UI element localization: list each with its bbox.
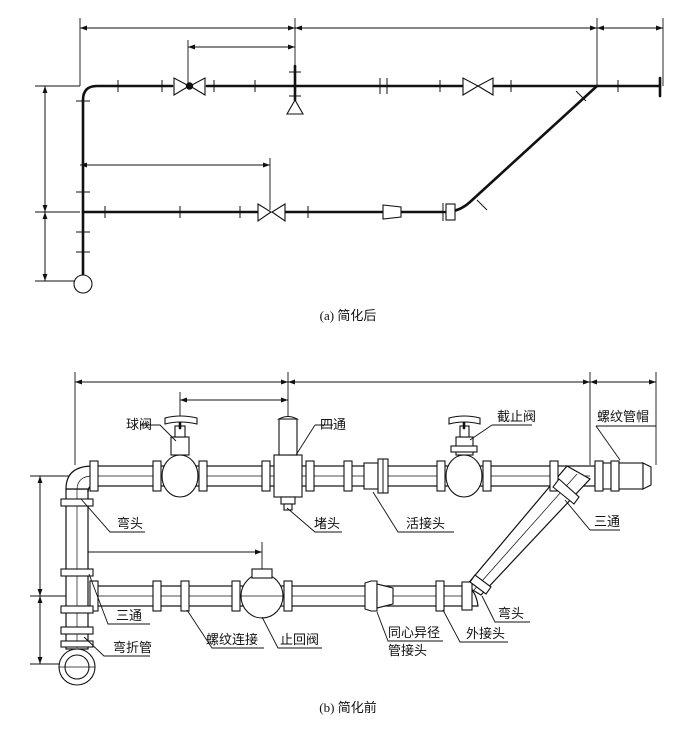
dimension-lines-a bbox=[35, 18, 664, 282]
bent-pipe-symbol bbox=[73, 274, 93, 294]
union-fitting bbox=[363, 458, 389, 494]
threaded-cap bbox=[602, 460, 652, 492]
dimension-lines-b bbox=[30, 372, 657, 665]
joint-ticks-a bbox=[76, 78, 619, 253]
reducer-symbol bbox=[382, 204, 402, 220]
label-threaded-joint: 螺纹连接 bbox=[206, 632, 258, 648]
ball-valve-symbol bbox=[173, 77, 206, 96]
label-bent-pipe: 弯折管 bbox=[113, 640, 152, 656]
label-tee-right: 三通 bbox=[594, 515, 620, 530]
leader-lines bbox=[80, 424, 656, 657]
label-reducer-line2: 管接头 bbox=[388, 643, 427, 659]
outer-coupling bbox=[461, 581, 473, 611]
label-globe-valve: 截止阀 bbox=[497, 410, 536, 425]
label-elbow-bottom: 弯头 bbox=[498, 606, 524, 622]
caption-original: (b) 简化前 bbox=[319, 700, 376, 715]
label-threaded-cap: 螺纹管帽 bbox=[597, 409, 649, 425]
bent-pipe-b bbox=[58, 648, 96, 686]
globe-valve bbox=[445, 415, 483, 498]
simplified-diagram: (a) 简化后 bbox=[35, 18, 664, 323]
concentric-reducer bbox=[364, 580, 394, 612]
check-valve-symbol bbox=[257, 203, 286, 223]
component-labels: 球阀 四通 截止阀 螺纹管帽 弯头 堵头 活接头 三通 三通 弯折管 螺纹连接 … bbox=[113, 409, 649, 659]
label-cross: 四通 bbox=[320, 418, 346, 433]
label-check-valve: 止回阀 bbox=[280, 633, 319, 648]
ball-valve bbox=[161, 415, 199, 498]
label-union: 活接头 bbox=[406, 516, 445, 532]
label-plug: 堵头 bbox=[314, 517, 340, 532]
pipe-line-a bbox=[73, 76, 662, 294]
label-elbow-top: 弯头 bbox=[117, 516, 143, 532]
label-ball-valve: 球阀 bbox=[126, 418, 152, 433]
outer-coupling-symbol bbox=[442, 203, 456, 221]
label-reducer-line1: 同心异径 bbox=[388, 626, 440, 641]
coupling-diagonal bbox=[469, 574, 492, 595]
diagonal-pipe bbox=[465, 465, 591, 596]
cross-symbol bbox=[286, 64, 304, 115]
cross-fitting bbox=[273, 415, 303, 511]
label-tee-left: 三通 bbox=[116, 609, 142, 624]
caption-simplified: (a) 简化后 bbox=[320, 308, 377, 323]
globe-valve-symbol bbox=[462, 77, 494, 96]
original-drawing: 球阀 四通 截止阀 螺纹管帽 弯头 堵头 活接头 三通 三通 弯折管 螺纹连接 … bbox=[30, 372, 657, 715]
tee-diagonal bbox=[552, 478, 580, 505]
pipe-joints-b bbox=[60, 460, 604, 648]
label-outer-coupling: 外接头 bbox=[466, 626, 505, 642]
check-valve bbox=[240, 568, 284, 619]
